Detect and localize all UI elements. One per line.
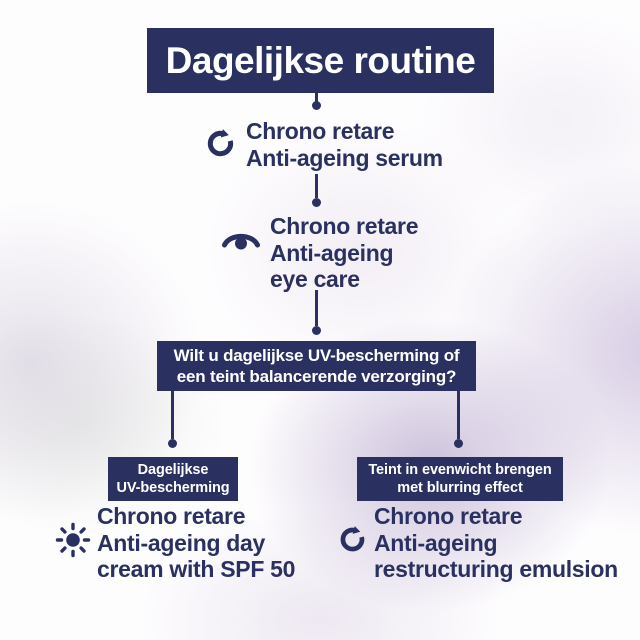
step-eye-care: Chrono retare Anti-ageing eye care [270, 213, 418, 293]
refresh-icon [340, 526, 365, 552]
product-day-cream-line1: Chrono retare [97, 503, 246, 529]
product-emulsion-line1: Chrono retare [374, 503, 523, 529]
connector-line-left [171, 391, 174, 439]
product-emulsion: Chrono retare Anti-ageing restructuring … [374, 503, 618, 583]
product-emulsion-line2: Anti-ageing [374, 529, 498, 556]
sun-icon [55, 522, 91, 558]
step-serum: Chrono retare Anti-ageing serum [246, 118, 443, 171]
step-eye-line3: eye care [270, 266, 360, 292]
connector-dot-left [168, 439, 177, 448]
connector-dot [312, 198, 321, 207]
connector-dot [312, 101, 321, 110]
branch-left-label: Dagelijkse UV-bescherming [108, 457, 238, 501]
product-day-cream-line3: cream with SPF 50 [97, 556, 296, 582]
connector-line [315, 290, 318, 326]
branch-right-label: Teint in evenwicht brengen met blurring … [357, 457, 563, 501]
eye-icon [222, 233, 260, 250]
page-title: Dagelijkse routine [147, 28, 494, 93]
product-day-cream: Chrono retare Anti-ageing day cream with… [97, 503, 295, 583]
step-serum-line2: Anti-ageing serum [246, 144, 443, 171]
connector-line-right [457, 391, 460, 439]
product-day-cream-line2: Anti-ageing day [97, 529, 266, 556]
page-title-label: Dagelijkse routine [165, 39, 476, 81]
branch-left-label-line2: UV-bescherming [116, 480, 230, 496]
connector-line [315, 174, 318, 198]
step-eye-line2: Anti-ageing [270, 239, 394, 266]
product-emulsion-line3: restructuring emulsion [374, 556, 618, 582]
branch-right-label-line1: Teint in evenwicht brengen [368, 462, 552, 478]
question-box: Wilt u dagelijkse UV-bescherming of een … [157, 341, 476, 391]
branch-left-label-line1: Dagelijkse [137, 462, 209, 478]
question-line2: een teint balancerende verzorging? [176, 367, 457, 386]
question-line1: Wilt u dagelijkse UV-bescherming of [173, 346, 460, 365]
step-serum-line1: Chrono retare [246, 118, 395, 144]
refresh-icon [207, 129, 234, 157]
branch-right-label-line2: met blurring effect [397, 480, 523, 496]
connector-dot-right [454, 439, 463, 448]
step-eye-line1: Chrono retare [270, 213, 419, 239]
connector-line [315, 93, 318, 102]
connector-dot [312, 326, 321, 335]
